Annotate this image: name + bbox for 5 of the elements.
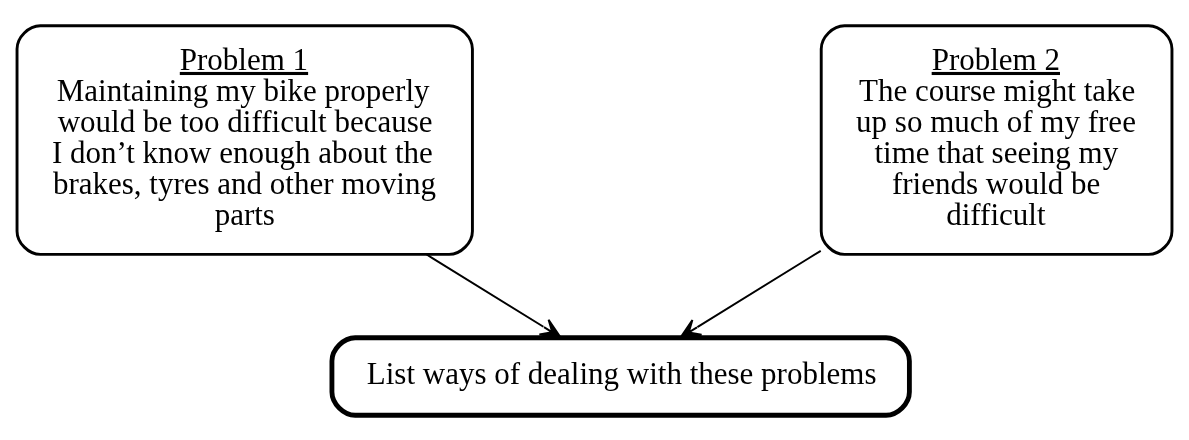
node-box: List ways of dealing with these problems [329, 334, 912, 418]
node-box: Problem 2 The course might take up so much of my free time that seeing my friends would be difficult [819, 23, 1174, 256]
node-box: Problem 1 Maintaining my bike properly would be too difficult because I don’t know enough about the brakes, tyres and other moving parts [15, 23, 474, 256]
arrow [425, 253, 562, 338]
arrow [679, 249, 822, 338]
